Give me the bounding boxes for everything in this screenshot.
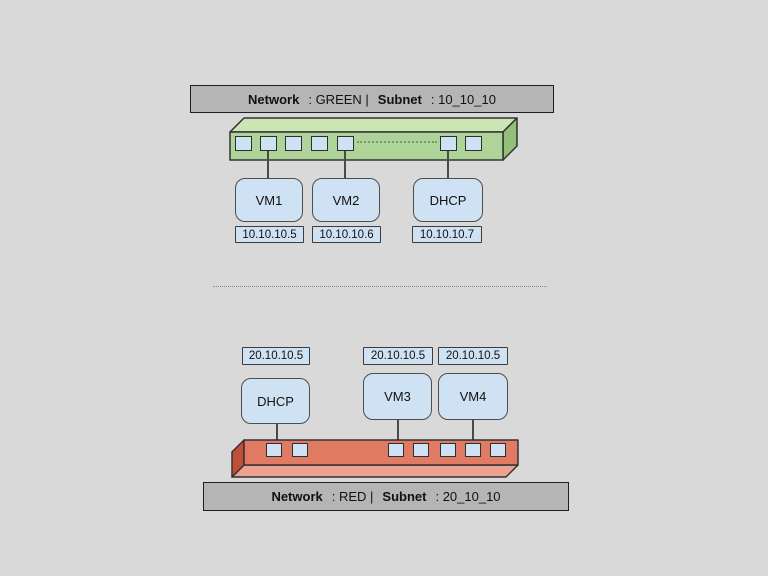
ip-label-dhcp-green: 10.10.10.7 [412, 226, 482, 243]
connection-line-vm3 [397, 419, 399, 444]
switch-port [285, 136, 302, 151]
switch-port [490, 443, 506, 457]
network-label: Network [271, 489, 323, 504]
node-vm3: VM3 [363, 373, 432, 420]
connection-line-vm4 [472, 419, 474, 444]
subnet-value: : 10_10_10 [430, 91, 496, 107]
red-network-banner: Network : RED | Subnet : 20_10_10 [203, 482, 569, 511]
switch-port [337, 136, 354, 151]
switch-port [260, 136, 277, 151]
ip-label-vm2: 10.10.10.6 [312, 226, 381, 243]
network-value: : RED | [331, 489, 374, 504]
switch-port [413, 443, 429, 457]
network-section-separator [213, 286, 547, 287]
switch-port [440, 443, 456, 457]
node-vm2: VM2 [312, 178, 380, 222]
node-vm1: VM1 [235, 178, 303, 222]
connection-line-dhcp-red [276, 423, 278, 444]
switch-port [311, 136, 328, 151]
switch-port [465, 136, 482, 151]
switch-port [388, 443, 404, 457]
green-network-banner: Network : GREEN | Subnet : 10_10_10 [190, 85, 554, 113]
connection-line-vm2 [344, 150, 346, 178]
subnet-label: Subnet [382, 489, 427, 504]
network-value: : GREEN | [308, 91, 369, 107]
switch-port [440, 136, 457, 151]
node-dhcp-red: DHCP [241, 378, 310, 424]
red-switch-bottom-face [231, 464, 519, 478]
green-switch-port-gap-dots [357, 141, 437, 143]
network-label: Network [248, 91, 300, 107]
ip-label-vm4: 20.10.10.5 [438, 347, 508, 365]
ip-label-vm3: 20.10.10.5 [363, 347, 433, 365]
green-switch-top-face [229, 117, 518, 133]
ip-label-dhcp-red: 20.10.10.5 [242, 347, 310, 365]
connection-line-vm1 [267, 151, 269, 178]
subnet-value: : 20_10_10 [435, 489, 501, 504]
red-switch-bar [231, 439, 519, 478]
ip-label-vm1: 10.10.10.5 [235, 226, 304, 243]
subnet-label: Subnet [377, 91, 422, 107]
switch-port [465, 443, 481, 457]
switch-port [235, 136, 252, 151]
switch-port [292, 443, 308, 457]
node-dhcp-green: DHCP [413, 178, 483, 222]
switch-port [266, 443, 282, 457]
connection-line-dhcp-green [447, 150, 449, 178]
node-vm4: VM4 [438, 373, 508, 420]
